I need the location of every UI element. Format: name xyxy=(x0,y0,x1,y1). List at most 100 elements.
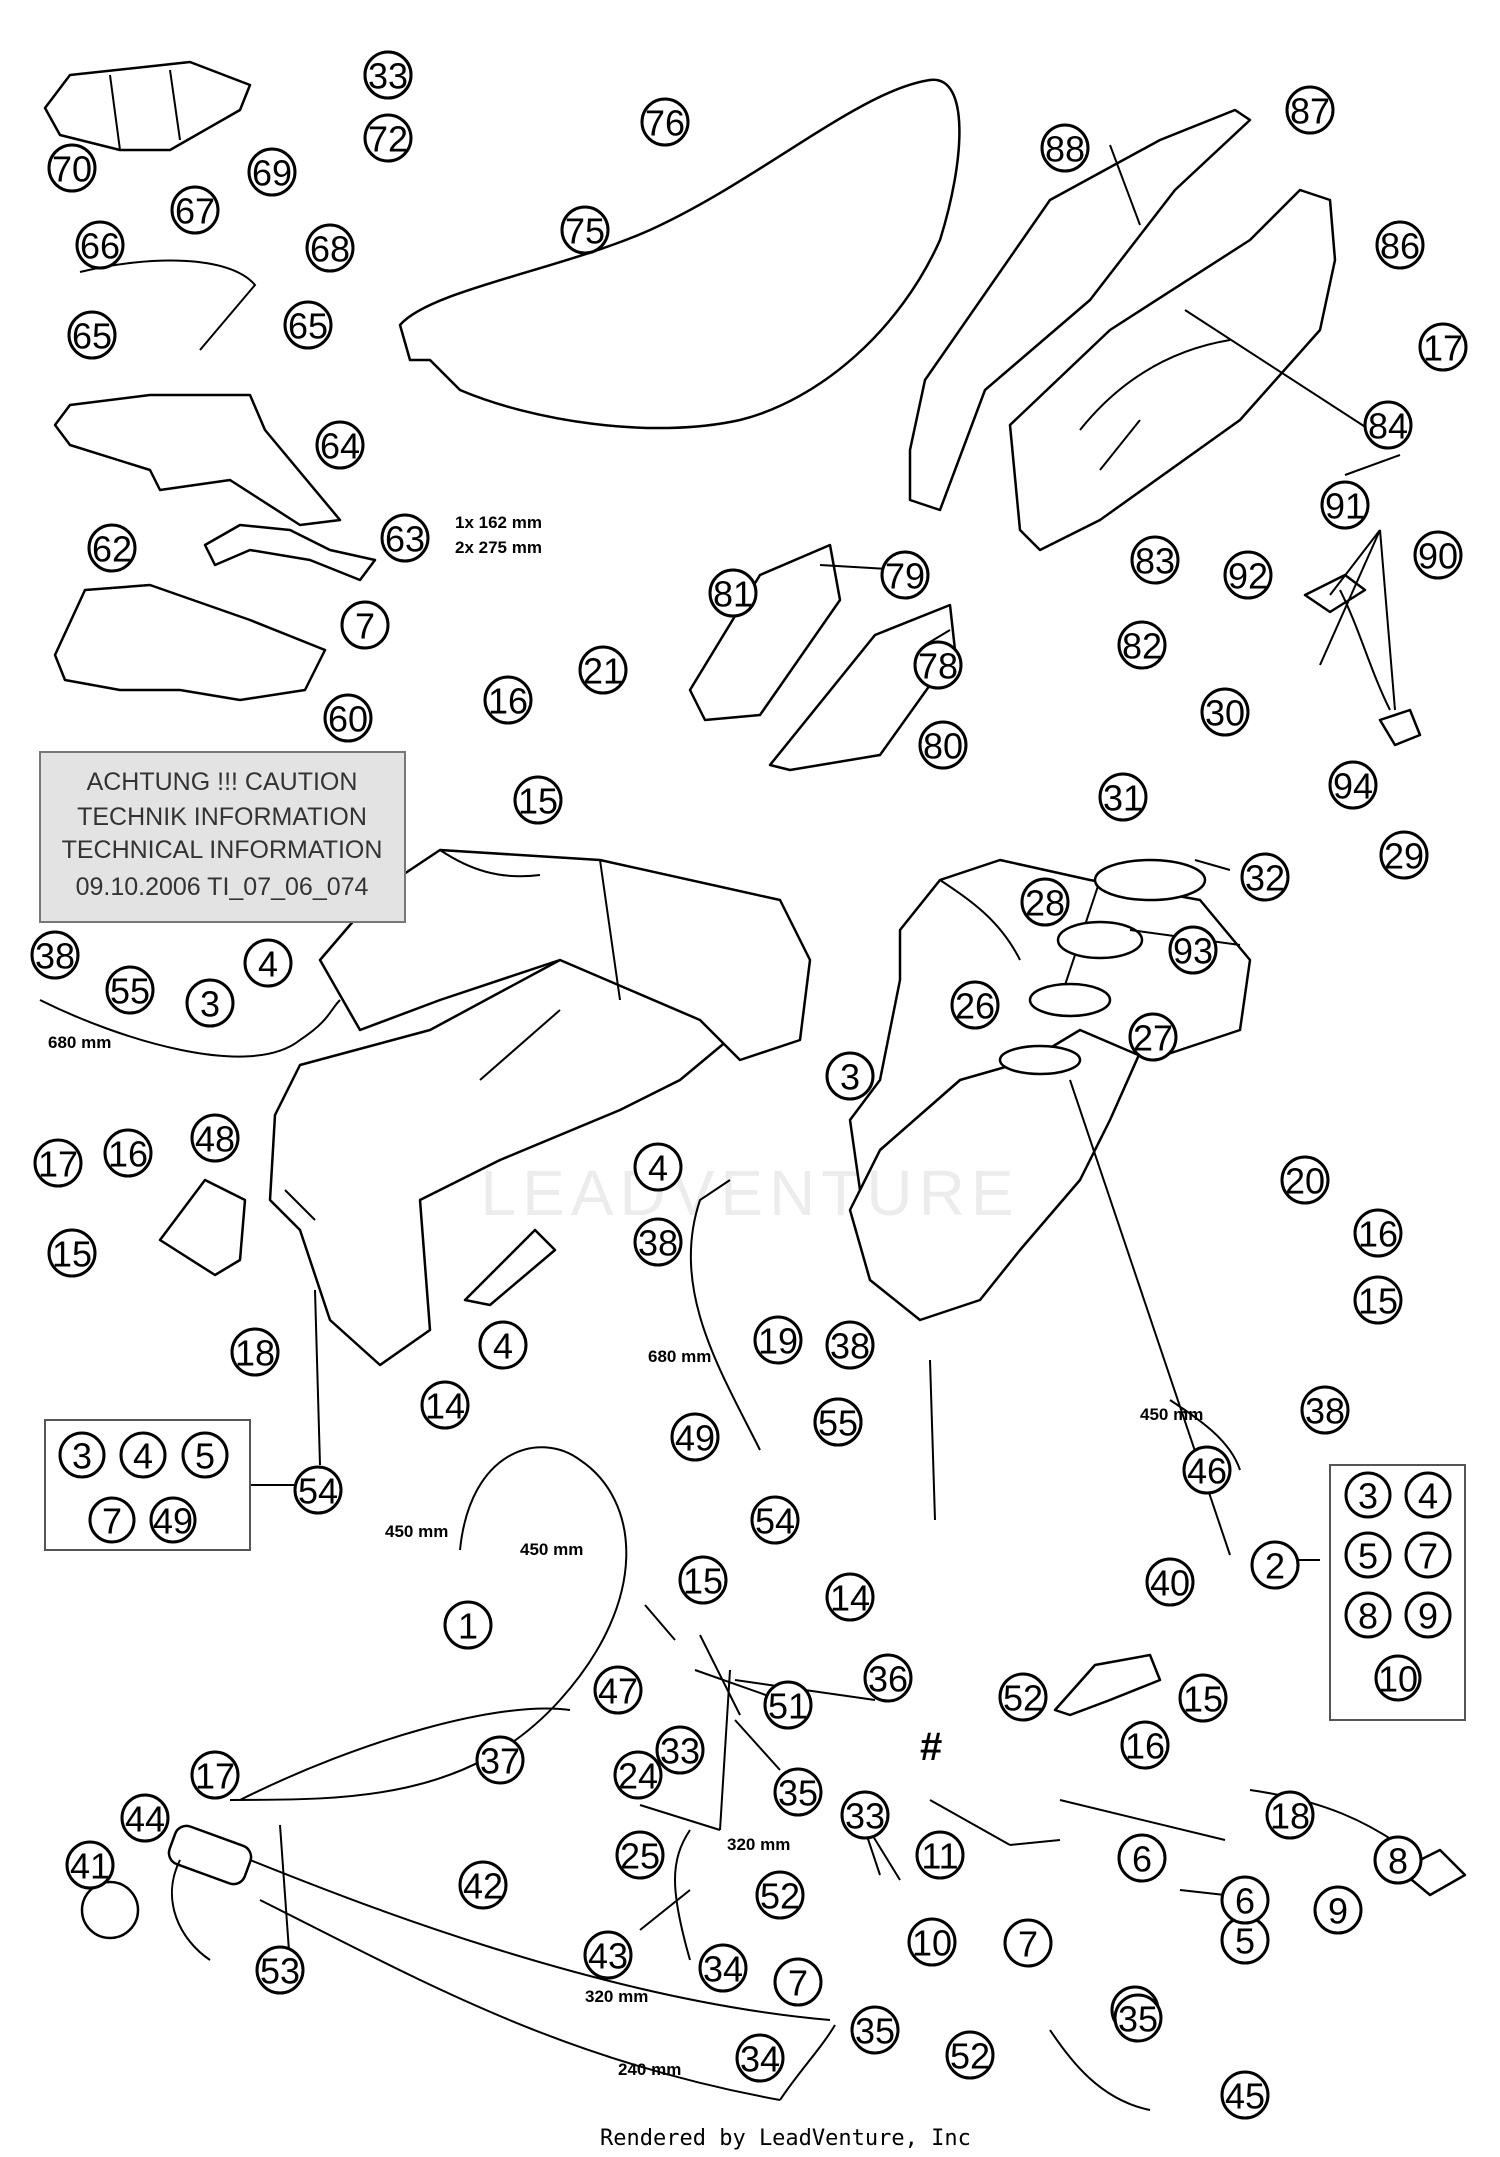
svg-text:87: 87 xyxy=(1290,91,1330,132)
callout-44-84: 44 xyxy=(120,1793,170,1843)
svg-text:16: 16 xyxy=(488,681,528,722)
callout-7-97: 7 xyxy=(773,1957,823,2007)
svg-text:90: 90 xyxy=(1418,536,1458,577)
svg-text:16: 16 xyxy=(1125,1726,1165,1767)
svg-text:4: 4 xyxy=(133,1436,153,1477)
svg-text:33: 33 xyxy=(368,56,408,97)
svg-text:3: 3 xyxy=(1358,1476,1378,1517)
svg-text:18: 18 xyxy=(235,1333,275,1374)
callout-43-89: 43 xyxy=(583,1930,633,1980)
svg-text:53: 53 xyxy=(260,1951,300,1992)
dim-1x-162: 1x 162 mm xyxy=(455,513,542,532)
callout-15-33: 15 xyxy=(513,775,563,825)
svg-text:92: 92 xyxy=(1228,556,1268,597)
svg-text:79: 79 xyxy=(885,556,925,597)
svg-text:19: 19 xyxy=(758,1321,798,1362)
callout-7-kl3: 7 xyxy=(88,1496,136,1544)
callout-35-77: 35 xyxy=(773,1767,823,1817)
callout-8-100: 8 xyxy=(1373,1835,1423,1885)
svg-text:35: 35 xyxy=(778,1773,818,1814)
part-24-fuel-pump xyxy=(167,1824,253,1886)
callout-5-kr2: 5 xyxy=(1344,1531,1392,1579)
callout-7-12: 7 xyxy=(340,600,390,650)
hose-52-upper xyxy=(719,1669,731,1831)
part-94-lock xyxy=(1378,708,1422,747)
callout-4-44: 4 xyxy=(243,938,293,988)
callout-93-39: 93 xyxy=(1168,925,1218,975)
callout-16-32: 16 xyxy=(483,675,533,725)
svg-text:68: 68 xyxy=(310,229,350,270)
callout-15-56: 15 xyxy=(1353,1275,1403,1325)
svg-text:47: 47 xyxy=(598,1671,638,1712)
callout-41-86: 41 xyxy=(65,1840,115,1890)
part-84-side-cover xyxy=(1008,188,1337,552)
svg-text:11: 11 xyxy=(921,1836,958,1877)
callout-45-107: 45 xyxy=(1220,2070,1270,2120)
callout-54-66: 54 xyxy=(293,1465,343,1515)
callout-28-37: 28 xyxy=(1020,877,1070,927)
callout-52-90: 52 xyxy=(755,1870,805,1920)
hose-55-right xyxy=(689,1179,761,1451)
part-27-filter xyxy=(1028,982,1112,1018)
svg-text:7: 7 xyxy=(788,1963,808,2004)
callout-31-35: 31 xyxy=(1098,772,1148,822)
svg-text:83: 83 xyxy=(1135,541,1175,582)
svg-text:44: 44 xyxy=(125,1799,165,1840)
callout-4-59: 4 xyxy=(478,1320,528,1370)
callout-80-30: 80 xyxy=(918,720,968,770)
svg-text:38: 38 xyxy=(638,1223,678,1264)
svg-text:7: 7 xyxy=(1018,1924,1038,1965)
callout-15-71: 15 xyxy=(678,1555,728,1605)
svg-text:17: 17 xyxy=(38,1144,78,1185)
notice-line1: ACHTUNG !!! CAUTION xyxy=(87,768,358,796)
svg-text:15: 15 xyxy=(52,1234,92,1275)
part-63-strip xyxy=(203,523,377,582)
hose-33-lower xyxy=(259,1899,781,2101)
callout-55-43: 55 xyxy=(105,965,155,1015)
callout-52-106: 52 xyxy=(945,2030,995,2080)
callout-38-64: 38 xyxy=(1300,1385,1350,1435)
svg-text:84: 84 xyxy=(1368,406,1408,447)
callout-5-kl2: 5 xyxy=(181,1431,229,1479)
hose-52-mid xyxy=(674,1829,691,1961)
callout-79-28: 79 xyxy=(880,550,930,600)
callout-38-58: 38 xyxy=(825,1320,875,1370)
svg-text:67: 67 xyxy=(175,191,215,232)
dim-240: 240 mm xyxy=(618,2060,681,2079)
notice-line2: TECHNIK INFORMATION xyxy=(77,803,367,831)
callout-78-29: 78 xyxy=(913,640,963,690)
svg-text:42: 42 xyxy=(463,1866,503,1907)
hose-54-left xyxy=(229,1446,628,1801)
svg-text:38: 38 xyxy=(1305,1391,1345,1432)
svg-text:3: 3 xyxy=(840,1057,860,1098)
callout-83-24: 83 xyxy=(1130,535,1180,585)
callout-20-54: 20 xyxy=(1280,1155,1330,1205)
technical-notice: ACHTUNG !!! CAUTION TECHNIK INFORMATION … xyxy=(39,751,406,923)
svg-text:62: 62 xyxy=(92,529,132,570)
callout-63-10: 63 xyxy=(380,513,430,563)
callout-18-50: 18 xyxy=(230,1327,280,1377)
svg-text:76: 76 xyxy=(645,103,685,144)
svg-text:5: 5 xyxy=(1358,1536,1378,1577)
hash-mark: # xyxy=(920,1725,942,1769)
part-49-strip xyxy=(463,1228,557,1307)
callout-38-53: 38 xyxy=(633,1217,683,1267)
dim-450-right: 450 mm xyxy=(1140,1405,1203,1424)
svg-text:78: 78 xyxy=(918,646,958,687)
svg-text:4: 4 xyxy=(648,1148,668,1189)
callout-25-87: 25 xyxy=(615,1830,665,1880)
svg-text:14: 14 xyxy=(425,1386,465,1427)
callout-49-kl4: 49 xyxy=(149,1496,197,1544)
svg-text:33: 33 xyxy=(660,1731,700,1772)
watermark: LEADVENTURE xyxy=(481,1157,1020,1229)
callout-68-5: 68 xyxy=(305,223,355,273)
svg-text:4: 4 xyxy=(258,944,278,985)
svg-text:9: 9 xyxy=(1418,1596,1438,1637)
callout-40-73: 40 xyxy=(1145,1557,1195,1607)
svg-text:27: 27 xyxy=(1133,1018,1173,1059)
svg-text:3: 3 xyxy=(72,1436,92,1477)
svg-text:7: 7 xyxy=(355,606,375,647)
svg-text:65: 65 xyxy=(72,316,112,357)
svg-text:88: 88 xyxy=(1045,129,1085,170)
